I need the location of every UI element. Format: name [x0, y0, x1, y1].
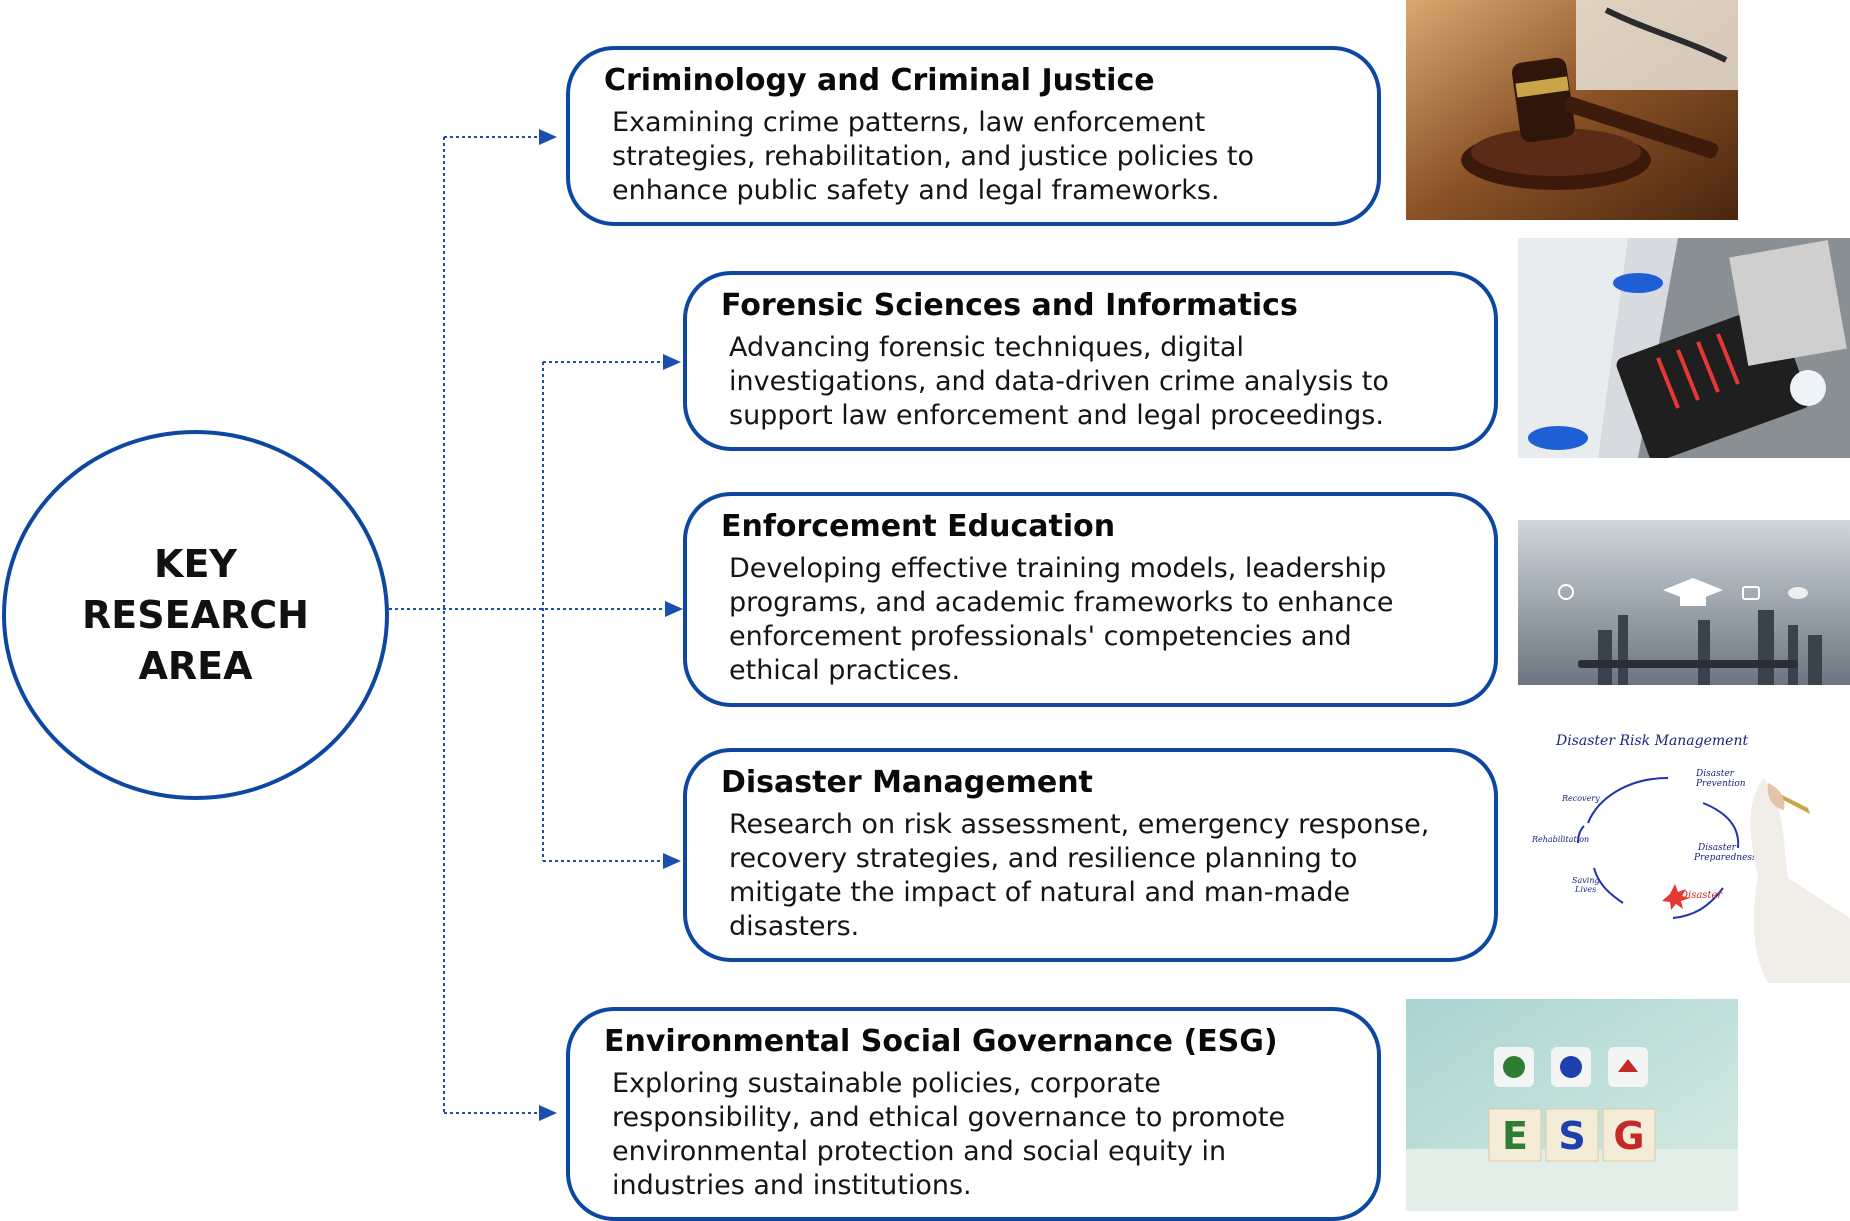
esg-letter-e: E: [1502, 1114, 1528, 1158]
svg-text:Prevention: Prevention: [1695, 779, 1746, 789]
hub-circle: KEY RESEARCH AREA: [2, 430, 389, 800]
area-title: Forensic Sciences and Informatics: [721, 288, 1298, 323]
forensic-photo: [1518, 238, 1850, 458]
svg-text:Lives: Lives: [1574, 885, 1596, 894]
area-description: Advancing forensic techniques, digital i…: [729, 332, 1389, 431]
disaster-stage-saving-lives: Saving: [1572, 876, 1600, 885]
area-description: Examining crime patterns, law enforcemen…: [612, 107, 1254, 206]
hub-title: KEY RESEARCH AREA: [82, 541, 309, 688]
area-title: Criminology and Criminal Justice: [604, 63, 1155, 98]
disaster-stage-disaster: Disaster: [1679, 890, 1723, 901]
area-title: Disaster Management: [721, 765, 1093, 800]
education-photo: [1518, 520, 1850, 685]
area-card-esg: Environmental Social Governance (ESG) Ex…: [566, 1007, 1381, 1221]
disaster-stage-prevention: Disaster: [1695, 769, 1735, 779]
area-card-enforcement-education: Enforcement Education Developing effecti…: [683, 492, 1498, 707]
area-title: Enforcement Education: [721, 509, 1116, 544]
disaster-stage-rehabilitation: Rehabilitation: [1531, 835, 1589, 844]
disaster-risk-photo: Disaster Risk Management Disaster Preven…: [1518, 728, 1850, 983]
area-title: Environmental Social Governance (ESG): [604, 1024, 1278, 1059]
area-card-criminology: Criminology and Criminal Justice Examini…: [566, 46, 1381, 226]
esg-letter-g: G: [1613, 1114, 1644, 1158]
forensic-kit-icon: [1518, 238, 1850, 458]
esg-blocks-icon: E S G: [1406, 999, 1738, 1211]
disaster-stage-preparedness: Disaster: [1697, 843, 1737, 853]
gavel-photo: [1406, 0, 1738, 220]
svg-text:Preparedness: Preparedness: [1693, 853, 1757, 863]
disaster-cycle-title: Disaster Risk Management: [1555, 733, 1748, 749]
area-description: Developing effective training models, le…: [729, 553, 1394, 686]
graduation-cap-icon: [1518, 520, 1850, 685]
gavel-icon: [1406, 0, 1738, 220]
area-description: Research on risk assessment, emergency r…: [729, 809, 1430, 942]
esg-photo: E S G: [1406, 999, 1738, 1211]
esg-letter-s: S: [1558, 1114, 1585, 1158]
area-card-disaster: Disaster Management Research on risk ass…: [683, 748, 1498, 962]
disaster-stage-recovery: Recovery: [1561, 794, 1600, 803]
disaster-cycle-icon: Disaster Risk Management Disaster Preven…: [1518, 728, 1850, 983]
area-description: Exploring sustainable policies, corporat…: [612, 1068, 1286, 1201]
area-card-forensic: Forensic Sciences and Informatics Advanc…: [683, 271, 1498, 451]
